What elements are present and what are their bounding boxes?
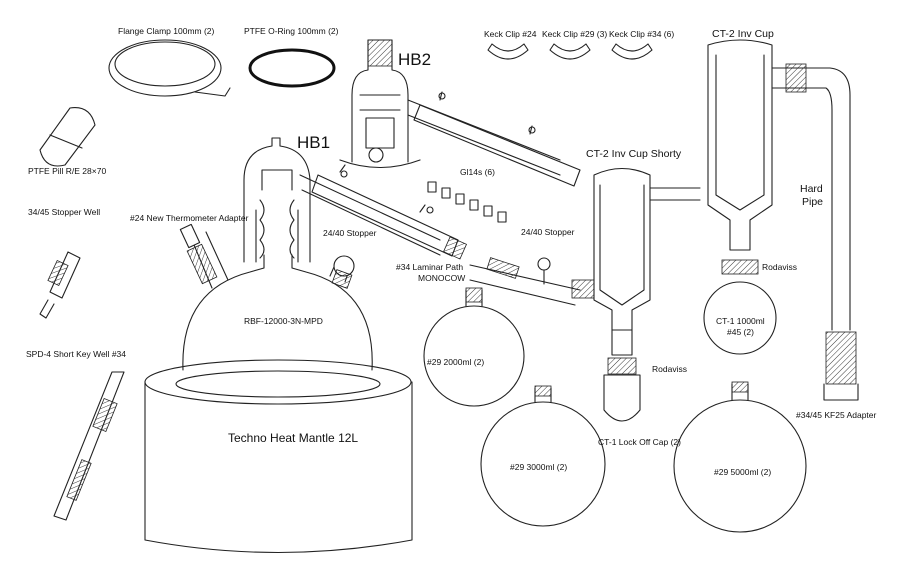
label-hb1: HB1 xyxy=(297,133,330,152)
ct2-inv-cup-shorty xyxy=(571,167,701,331)
label-ct1-lockoff: CT-1 Lock Off Cap (2) xyxy=(598,437,681,447)
label-ptfe-oring: PTFE O-Ring 100mm (2) xyxy=(244,26,339,36)
ct1-lock-off-cap xyxy=(603,329,641,422)
label-flask-2000: #29 2000ml (2) xyxy=(427,357,484,367)
label-heat-mantle: Techno Heat Mantle 12L xyxy=(228,431,358,445)
label-kf25-adapter: #34/45 KF25 Adapter xyxy=(796,410,877,420)
heat-mantle xyxy=(144,359,413,554)
hb2-condenser xyxy=(413,91,581,187)
label-rodaviss-b: Rodaviss xyxy=(652,364,687,374)
label-hb2: HB2 xyxy=(398,50,431,69)
label-stopper-2440-b: 24/40 Stopper xyxy=(521,227,575,237)
label-flange-clamp: Flange Clamp 100mm (2) xyxy=(118,26,215,36)
hb1-head xyxy=(243,137,441,263)
label-gl14s: Gl14s (6) xyxy=(460,167,495,177)
flask-2000ml xyxy=(423,287,525,407)
flask-ct1-1000ml xyxy=(703,259,777,355)
label-ct1-1000-1: CT-1 1000ml xyxy=(716,316,765,326)
label-stopper-well-3445: 34/45 Stopper Well xyxy=(28,207,100,217)
keck-clip-29 xyxy=(549,43,591,60)
spd4-short-key-well xyxy=(53,371,125,521)
kf25-adapter xyxy=(823,331,859,401)
label-flask-3000: #29 3000ml (2) xyxy=(510,462,567,472)
gl14s-caps xyxy=(427,181,507,223)
label-keck-34: Keck Clip #34 (6) xyxy=(609,29,674,39)
rbf-12000-flask xyxy=(179,223,373,371)
keck-clip-34 xyxy=(611,43,653,60)
label-laminar-path-2: MONOCOW xyxy=(418,273,465,283)
label-rodaviss-a: Rodaviss xyxy=(762,262,797,272)
label-spd4: SPD-4 Short Key Well #34 xyxy=(26,349,126,359)
label-flask-5000: #29 5000ml (2) xyxy=(714,467,771,477)
label-rbf: RBF-12000-3N-MPD xyxy=(244,316,323,326)
flange-clamp xyxy=(108,39,231,97)
label-hard-pipe-2: Pipe xyxy=(802,196,823,208)
label-keck-29: Keck Clip #29 (3) xyxy=(542,29,607,39)
hb2-head xyxy=(339,39,561,176)
ct2-inv-cup xyxy=(707,39,851,331)
ptfe-pill xyxy=(39,107,96,167)
ptfe-o-ring xyxy=(248,48,336,88)
laminar-path xyxy=(469,257,581,306)
label-stopper-2440-a: 24/40 Stopper xyxy=(323,228,377,238)
label-laminar-path-1: #34 Laminar Path xyxy=(396,262,463,272)
keck-clip-24 xyxy=(487,43,529,60)
label-ct2-inv-cup: CT-2 Inv Cup xyxy=(712,28,774,40)
label-hard-pipe-1: Hard xyxy=(800,183,823,195)
stopper-well-3445 xyxy=(39,251,81,319)
label-ptfe-pill: PTFE Pill R/E 28×70 xyxy=(28,166,106,176)
label-thermometer-adapter: #24 New Thermometer Adapter xyxy=(130,213,249,223)
label-keck-24: Keck Clip #24 xyxy=(484,29,537,39)
hb1-condenser xyxy=(311,164,468,260)
flask-5000ml xyxy=(673,381,807,533)
label-ct2-inv-cup-shorty: CT-2 Inv Cup Shorty xyxy=(586,148,682,160)
label-ct1-1000-2: #45 (2) xyxy=(727,327,754,337)
flask-3000ml xyxy=(480,385,606,527)
